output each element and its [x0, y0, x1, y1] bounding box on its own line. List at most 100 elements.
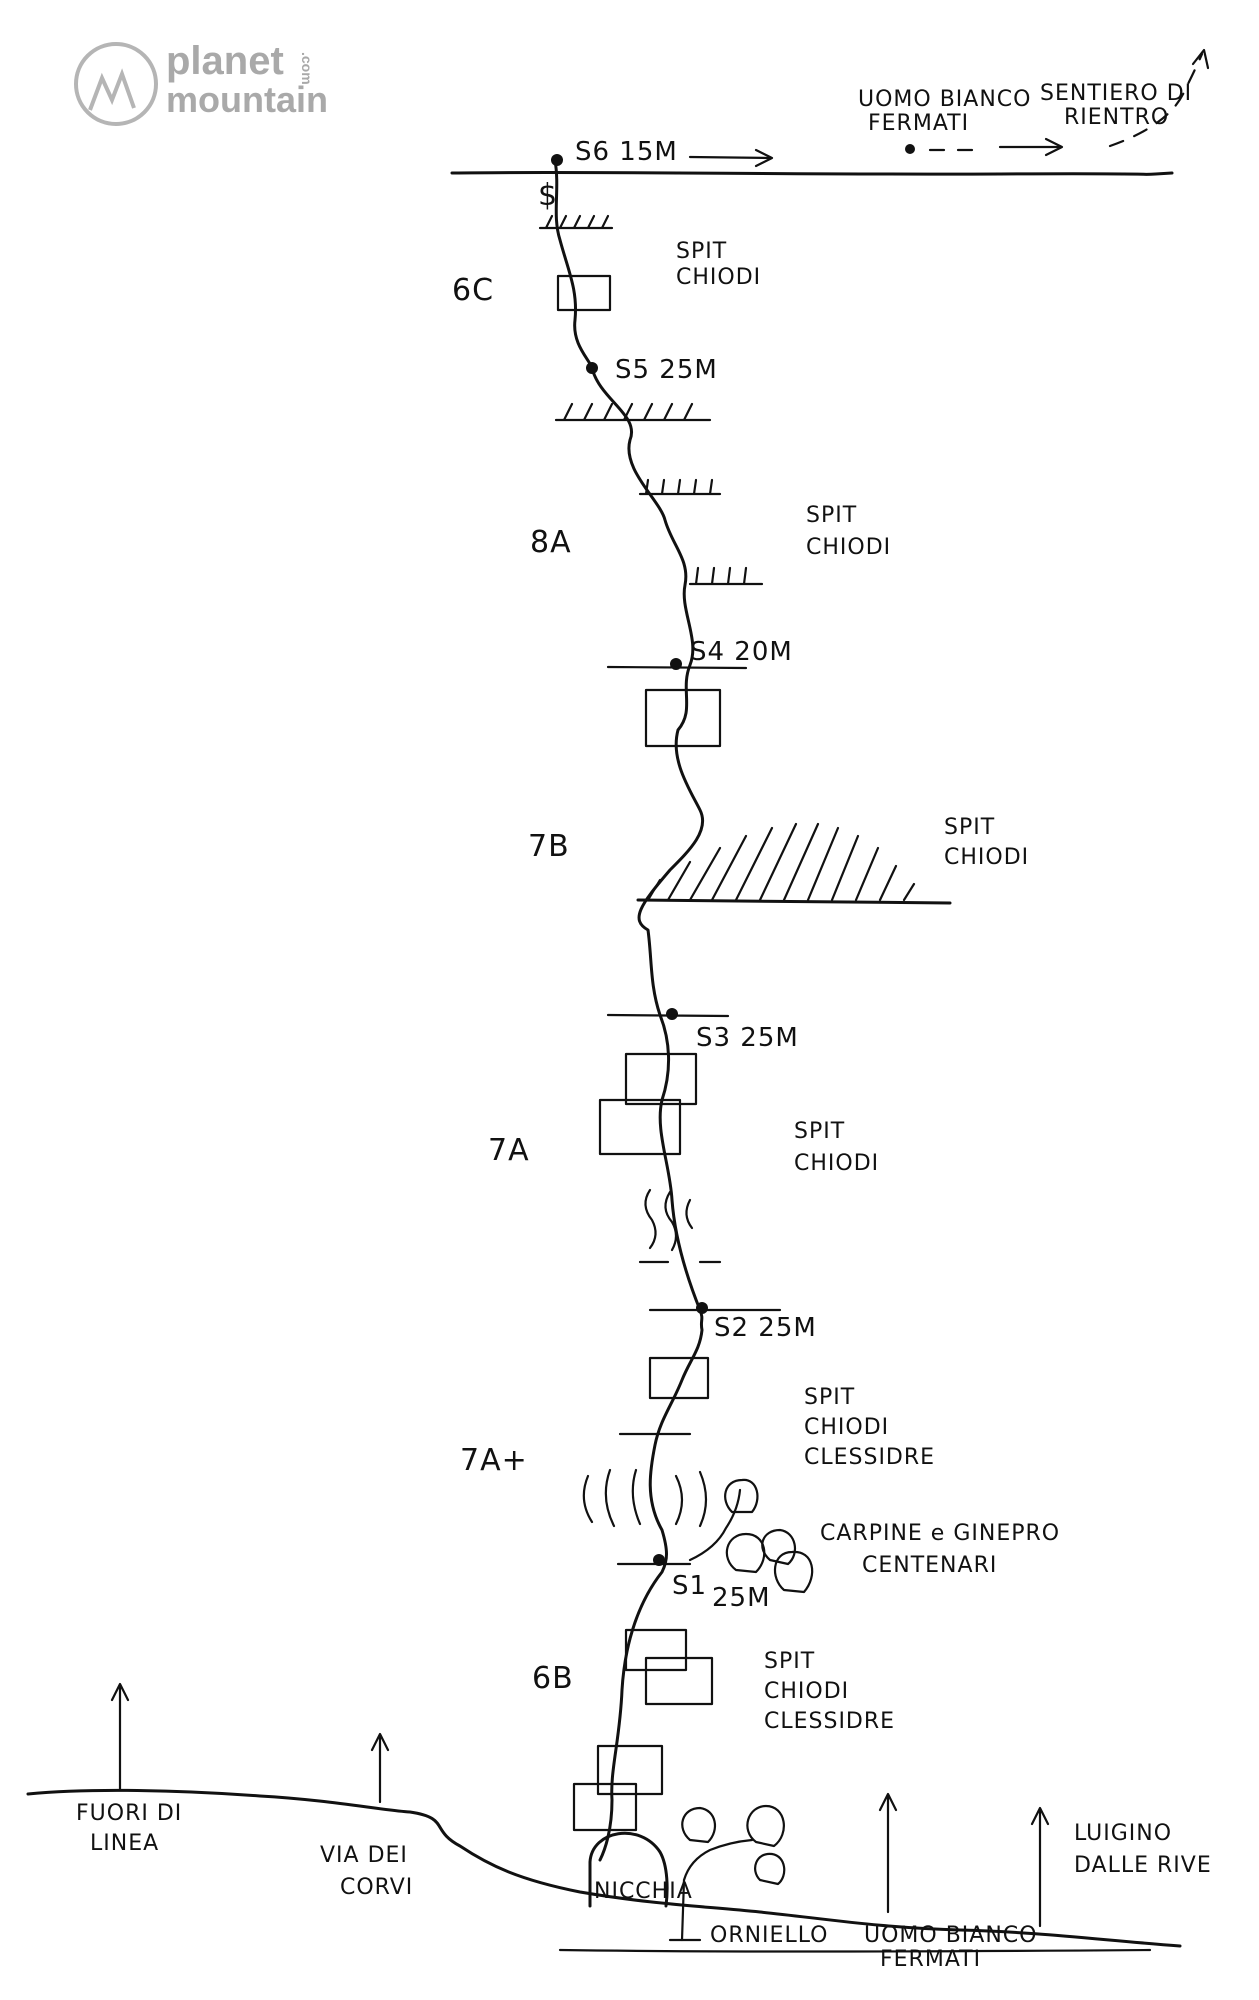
tree-canopy-2	[725, 1532, 766, 1574]
route-line	[553, 158, 705, 1862]
sentiero-dashed-path	[1108, 52, 1204, 148]
prot-6c-chiodi: CHIODI	[676, 265, 761, 290]
grade-7a: 7A	[488, 1133, 530, 1168]
grade-7b: 7B	[528, 829, 570, 864]
ledge-s3	[606, 1013, 730, 1018]
ledge-s6	[538, 214, 614, 230]
fuori-di-linea-line2: LINEA	[90, 1831, 159, 1856]
belay-s3-dot	[666, 1008, 678, 1020]
block-6b-2	[644, 1656, 714, 1706]
tree-branch	[688, 1488, 742, 1562]
tree-canopy-3	[761, 1528, 797, 1566]
block-7aplus	[648, 1356, 710, 1400]
nicchia-arch	[588, 1831, 669, 1908]
route-arrows	[110, 1682, 1050, 1928]
sentiero-line2: RIENTRO	[1064, 105, 1169, 130]
arrow-via-dei-corvi	[370, 1732, 390, 1804]
prot-7a-chiodi: CHIODI	[794, 1151, 879, 1176]
belay-s6-dot	[551, 154, 563, 166]
anchor-symbol: $	[538, 178, 557, 213]
belay-s1-label: S1	[672, 1571, 707, 1601]
belay-s2-dot	[696, 1302, 708, 1314]
prot-6b-spit: SPIT	[764, 1649, 815, 1674]
tree-canopy-1	[724, 1478, 759, 1514]
logo-suffix: .com	[299, 52, 315, 85]
uomo-bianco-top-marker	[905, 144, 915, 154]
orniello-canopy-2	[746, 1804, 785, 1848]
luigino-line1: LUIGINO	[1074, 1821, 1172, 1846]
prot-6b-clessidre: CLESSIDRE	[764, 1709, 895, 1734]
clessidre-arcs	[582, 1468, 708, 1528]
belay-s5-dot	[586, 362, 598, 374]
block-6b-1	[624, 1628, 688, 1672]
belay-s1-length: 25M	[712, 1583, 771, 1613]
prot-8a-chiodi: CHIODI	[806, 535, 891, 560]
prot-6c-spit: SPIT	[676, 239, 727, 264]
block-7a-1	[624, 1052, 698, 1106]
uomo-bianco-top-line2: FERMATI	[868, 111, 969, 136]
orniello-canopy-1	[681, 1806, 717, 1844]
sentiero-arrow-head	[1191, 48, 1210, 70]
ledge-s4	[606, 665, 748, 670]
ledge-8a-upper	[638, 478, 722, 496]
ledges	[538, 214, 952, 1566]
roof-7b-hatch	[646, 822, 916, 902]
tree-canopy-4	[773, 1550, 814, 1594]
via-dei-corvi-line2: CORVI	[340, 1875, 413, 1900]
fuori-di-linea-line1: FUORI DI	[76, 1801, 182, 1826]
grade-6b: 6B	[532, 1661, 574, 1696]
top-arrow2-head	[1044, 137, 1064, 157]
orniello-label: ORNIELLO	[710, 1923, 829, 1948]
logo-globe-icon	[74, 42, 158, 126]
arrow-uomo-bianco	[878, 1792, 898, 1914]
top-arrow-head	[754, 148, 774, 168]
logo-line1: planet	[166, 39, 284, 83]
via-dei-corvi-line1: VIA DEI	[320, 1843, 408, 1868]
block-base-2	[572, 1782, 638, 1832]
uomo-bianco-base-line2: FERMATI	[880, 1947, 981, 1972]
uomo-bianco-base-line1: UOMO BIANCO	[864, 1923, 1037, 1948]
trees-on-ledge	[688, 1478, 814, 1594]
uomo-bianco-top-line1: UOMO BIANCO	[858, 87, 1031, 112]
top-arrow-line	[688, 155, 772, 160]
planetmountain-logo: planet mountain .com	[74, 39, 328, 126]
belay-s3-label: S3 25M	[696, 1023, 799, 1053]
ledge-s5	[554, 402, 712, 422]
block-7a-2	[598, 1098, 682, 1156]
luigino-line2: DALLE RIVE	[1074, 1853, 1212, 1878]
prot-7b-spit: SPIT	[944, 815, 995, 840]
ground-base-line	[558, 1948, 1152, 1953]
block-6c	[556, 274, 612, 312]
ground-line	[26, 1788, 1182, 1948]
belay-s6-label: S6 15M	[575, 137, 678, 167]
orniello-canopy-3	[754, 1852, 786, 1886]
ledge-8a-lower	[688, 566, 764, 586]
grade-7aplus: 7A+	[460, 1443, 528, 1478]
belay-s2-label: S2 25M	[714, 1313, 817, 1343]
trees-label-line2: CENTENARI	[862, 1553, 997, 1578]
prot-7a-spit: SPIT	[794, 1119, 845, 1144]
prot-7aplus-spit: SPIT	[804, 1385, 855, 1410]
grade-8a: 8A	[530, 525, 572, 560]
grade-6c: 6C	[452, 273, 494, 308]
arrow-fuori-di-linea	[110, 1682, 130, 1792]
sentiero-line1: SENTIERO DI	[1040, 81, 1192, 106]
arrow-luigino	[1030, 1806, 1050, 1928]
top-ridge: UOMO BIANCO FERMATI SENTIERO DI RIENTRO	[450, 48, 1210, 176]
ground: NICCHIA	[26, 1788, 1182, 1953]
trees-label-line1: CARPINE e GINEPRO	[820, 1521, 1060, 1546]
prot-8a-spit: SPIT	[806, 503, 857, 528]
block-s4	[644, 688, 722, 748]
logo-line2: mountain	[166, 79, 328, 120]
block-base-1	[596, 1744, 664, 1796]
nicchia-label: NICCHIA	[594, 1879, 693, 1904]
belay-s5-label: S5 25M	[615, 355, 718, 385]
prot-6b-chiodi: CHIODI	[764, 1679, 849, 1704]
top-ridge-line	[450, 170, 1174, 176]
prot-7aplus-chiodi: CHIODI	[804, 1415, 889, 1440]
belay-s4-label: S4 20M	[690, 637, 793, 667]
blocks	[556, 274, 722, 1832]
water-streak-marks	[644, 1188, 694, 1252]
prot-7aplus-clessidre: CLESSIDRE	[804, 1445, 935, 1470]
